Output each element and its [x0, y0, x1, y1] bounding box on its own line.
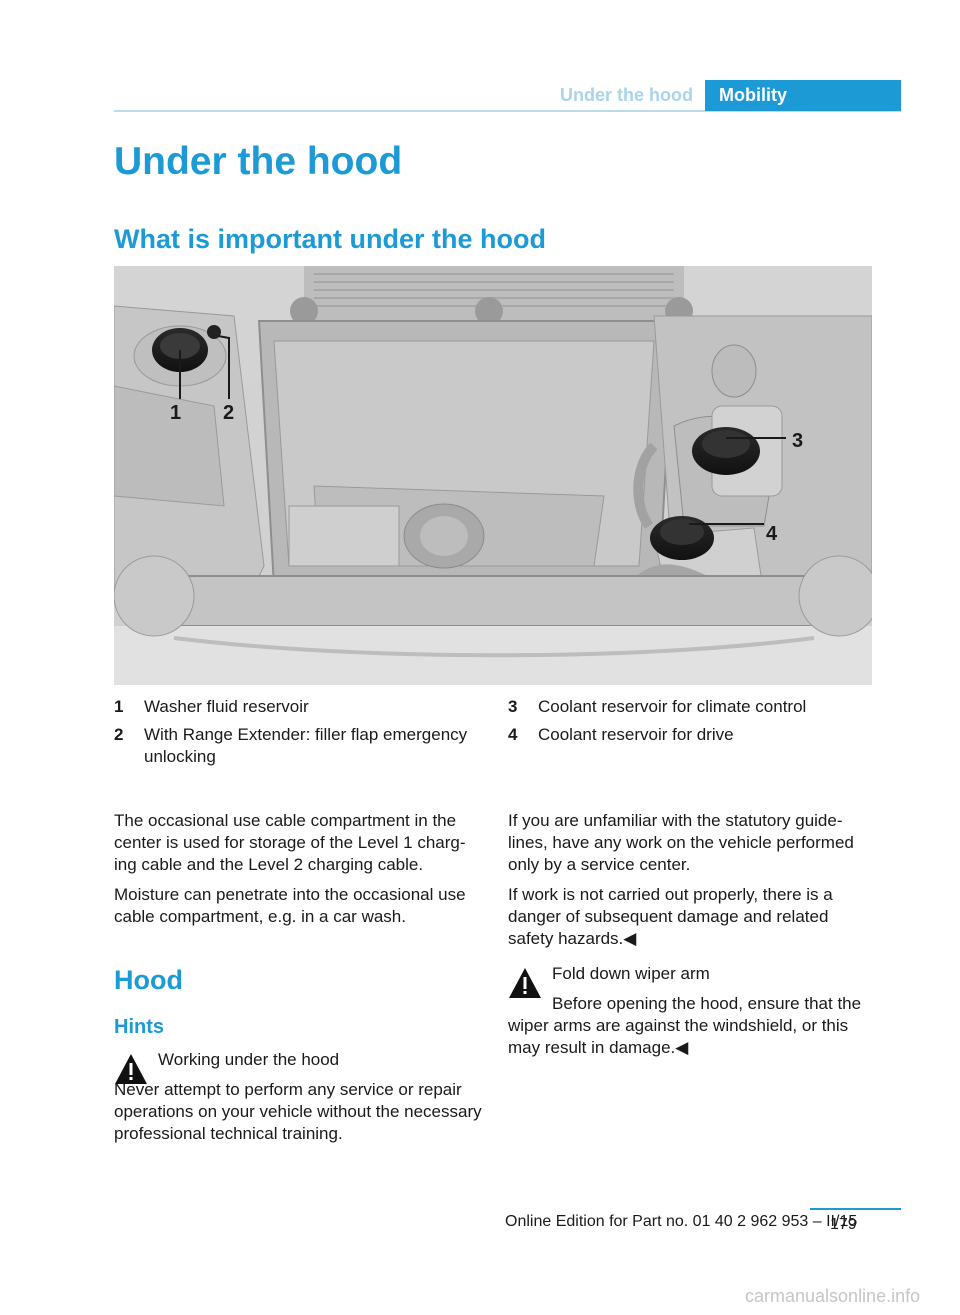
legend-item: 3 Coolant reservoir for climate control: [508, 697, 807, 716]
callout-2: 2: [223, 402, 234, 424]
header-section: Under the hood: [560, 85, 693, 105]
callout-1: 1: [170, 402, 181, 424]
left-body-text: The occasional use cable compartment in …: [114, 810, 484, 936]
paragraph: If work is not carried out properly, the…: [508, 885, 833, 948]
engine-bay-illustration: 1 2 3 4: [114, 266, 872, 685]
warning-wiper-arm: Fold down wiper arm Before opening the h…: [508, 963, 878, 1059]
paragraph: If you are unfamiliar with the statutory…: [508, 811, 854, 874]
warning-text: Before opening the hood, ensure that the…: [508, 994, 862, 1057]
warning-title: Fold down wiper arm: [552, 964, 710, 983]
right-body-text: If you are unfamiliar with the statutory…: [508, 810, 878, 958]
legend-left: 1 Washer fluid reservoir 2 With Range Ex…: [114, 696, 484, 774]
watermark: carmanualsonline.info: [745, 1286, 921, 1306]
callout-4: 4: [766, 523, 778, 545]
warning-working-under-hood: Working under the hood Never attempt to …: [114, 1049, 484, 1145]
callout-3: 3: [792, 430, 803, 452]
paragraph: The occasional use cable compartment in …: [114, 811, 466, 874]
legend-item: 4 Coolant reservoir for drive: [508, 725, 734, 744]
paragraph: Moisture can penetrate into the occasion…: [114, 885, 466, 926]
legend-right: 3 Coolant reservoir for climate control …: [508, 696, 878, 752]
warning-triangle-icon: [115, 1054, 147, 1084]
hood-heading: Hood: [114, 965, 183, 995]
page-title: Under the hood: [114, 140, 403, 183]
footer-edition: Online Edition for Part no. 01 40 2 962 …: [505, 1213, 858, 1230]
header-tab: Mobility: [705, 80, 901, 111]
page-number: 179: [830, 1216, 857, 1233]
warning-triangle-icon: [509, 968, 541, 998]
hints-heading: Hints: [114, 1016, 164, 1038]
warning-text: Never attempt to perform any service or …: [114, 1080, 482, 1143]
section-title: What is important under the hood: [114, 224, 546, 254]
header-rule: [114, 110, 901, 112]
legend-item: 1 Washer fluid reservoir: [114, 697, 309, 716]
footer-rule: [810, 1208, 901, 1210]
warning-title: Working under the hood: [158, 1050, 340, 1069]
legend-item: 2 With Range Extender: filler flap emerg…: [114, 725, 468, 766]
